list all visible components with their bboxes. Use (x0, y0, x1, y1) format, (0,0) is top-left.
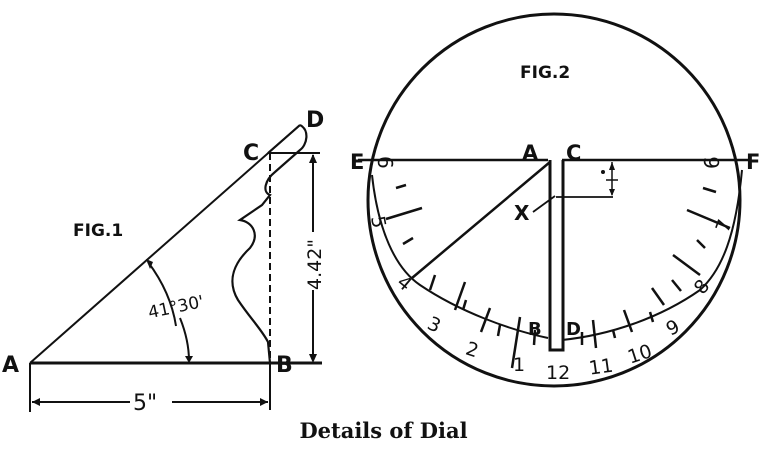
fig2-title: FIG.2 (520, 63, 570, 83)
hour-2: 2 (463, 338, 481, 363)
a-to-4-line (411, 161, 551, 279)
hypotenuse-line (29, 124, 301, 364)
x-arrow-top (609, 162, 615, 170)
arrow-height-bottom (309, 354, 317, 363)
angle-arc-upper (147, 261, 177, 327)
fig1-title: FIG.1 (73, 221, 123, 241)
point-b-label-fig2: B (528, 319, 542, 340)
point-c-label: C (243, 141, 259, 166)
x-dim-dot (601, 170, 605, 174)
arrow-height-top (309, 154, 317, 163)
fig2: FIG.2 E F A C B D X 6 5 4 3 2 1 12 11 10… (350, 12, 760, 388)
hour-1: 1 (513, 354, 525, 376)
arrow-base-left (32, 398, 40, 406)
hour-7: 7 (712, 217, 737, 236)
hour-4: 4 (393, 271, 416, 296)
hour-11: 11 (588, 355, 615, 380)
hour-10: 10 (625, 340, 655, 368)
point-x-label: X (514, 201, 530, 225)
angle-label: 41°30' (146, 292, 205, 323)
point-d-label-fig2: D (566, 319, 581, 340)
point-f-label: F (746, 150, 760, 174)
base-dim-label: 5" (133, 391, 157, 416)
gnomon-base (548, 160, 565, 352)
height-dim-label: 4.42" (304, 239, 326, 290)
figure-caption: Details of Dial (299, 418, 468, 443)
hour-line-curve (371, 169, 743, 341)
fig1: FIG.1 A B C D 41°30' 4.42" 5" (2, 108, 326, 416)
hour-ticks (385, 183, 731, 369)
point-d-label: D (306, 108, 324, 133)
point-e-label: E (350, 150, 364, 174)
gnomon-top-edge (267, 124, 301, 154)
point-b-label: B (276, 353, 293, 378)
arrow-head-up (146, 259, 153, 269)
x-arrow-bottom (609, 189, 615, 196)
point-a-label-fig2: A (522, 141, 539, 165)
angle-arc-lower (179, 317, 190, 362)
dial-outer-circle (366, 12, 742, 388)
x-leader (532, 195, 556, 213)
arrow-base-right (260, 398, 268, 406)
point-c-label-fig2: C (566, 141, 581, 165)
hour-12: 12 (546, 362, 570, 384)
hour-6-right: 6 (700, 156, 724, 169)
point-a-label: A (2, 353, 19, 378)
hour-3: 3 (424, 312, 444, 337)
arrow-head-down (185, 356, 193, 363)
hour-5: 5 (366, 214, 390, 230)
hour-6-left: 6 (373, 156, 397, 169)
gnomon-profile (231, 124, 308, 364)
